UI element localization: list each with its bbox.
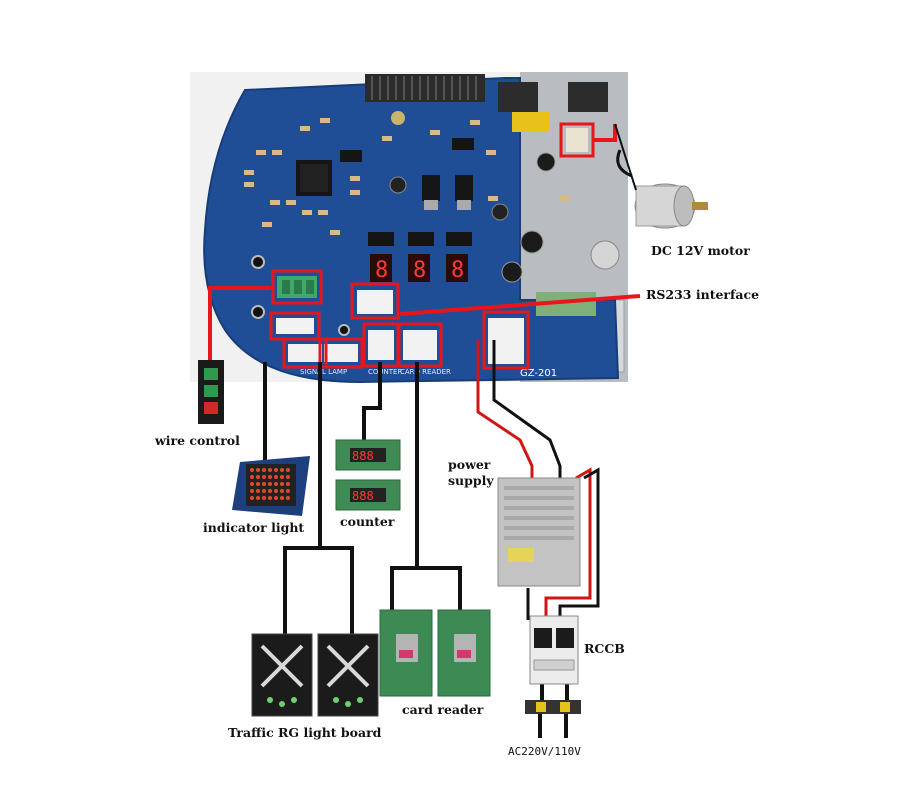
svg-text:8: 8 [375,258,388,283]
dc-motor [614,123,708,229]
wire-control-module [198,360,224,424]
svg-text:888: 888 [352,489,374,503]
traffic-light-boards [251,633,379,717]
rccb-breaker [529,615,579,685]
label-counter: counter [340,514,395,529]
power-wires [476,340,600,620]
label-traffic-board: Traffic RG light board [228,725,382,740]
label-wire-control: wire control [155,433,240,448]
ac-terminal-block [525,700,581,714]
label-card-reader: card reader [402,702,484,717]
silk-signal-lamp: SIGNAL LAMP [300,368,347,376]
label-indicator-light: indicator light [203,520,305,535]
red-leader-lines [208,124,641,362]
card-readers [379,609,491,697]
indicator-light-module [232,456,310,516]
label-power-line1: power [448,457,491,472]
svg-text:8: 8 [451,258,464,283]
label-ac-input: AC220V/110V [508,745,581,758]
svg-text:888: 888 [352,449,374,463]
silk-counter: COUNTER [368,368,402,376]
silk-card-reader: CARD READER [400,368,451,376]
black-wires [263,362,569,738]
svg-text:8: 8 [413,258,426,283]
counter-modules: 888 888 [335,439,401,511]
label-rccb: RCCB [584,641,625,656]
board-model: GZ-201 [520,368,557,379]
power-supply-unit [497,477,581,587]
label-rs233: RS233 interface [646,287,760,302]
control-board: 8 8 8 [190,72,628,384]
label-dc-motor: DC 12V motor [651,243,750,258]
label-power-line2: supply [448,473,494,488]
